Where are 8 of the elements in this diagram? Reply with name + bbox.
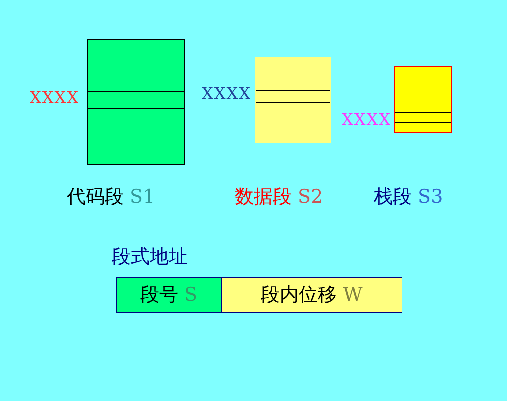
address-field: 段内位移 W (261, 282, 363, 308)
address-heading: 段式地址 (112, 245, 188, 270)
offset-label: XXXX (342, 110, 392, 129)
offset-label: XXXX (202, 84, 252, 103)
segment-label: 数据段 S2 (235, 185, 324, 210)
offset-label: XXXX (30, 88, 80, 107)
segment-label: 栈段 S3 (374, 185, 444, 210)
segment-label: 代码段 S1 (67, 185, 156, 210)
